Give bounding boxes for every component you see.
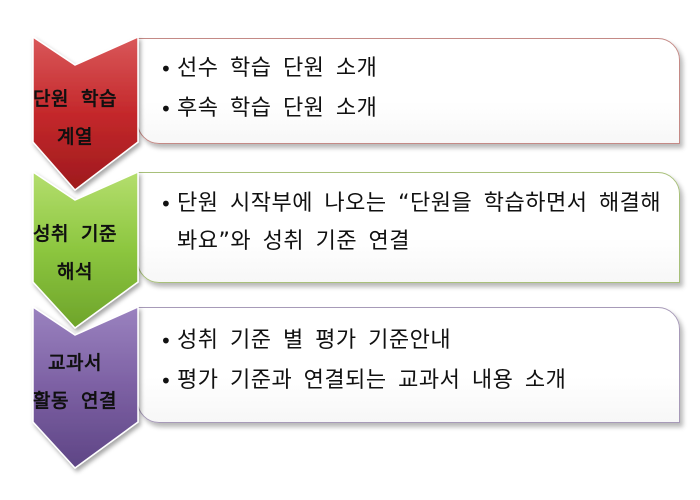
bullet-text: 평가 기준과 연결되는 교과서 내용 소개	[177, 368, 567, 393]
bullet-dot-icon: •	[160, 192, 173, 216]
step-1-chevron-arrow	[32, 35, 139, 192]
bullet-dot-icon: •	[160, 369, 173, 393]
step-3-chevron-arrow	[32, 305, 139, 470]
step-1-bullet-2: • 후속 학습 단원 소개	[160, 89, 667, 129]
bullet-dot-icon: •	[160, 329, 173, 353]
step-3-bullet-1: • 성취 기준 별 평가 기준안내	[160, 321, 667, 361]
step-3-label-line-2: 활동 연결	[32, 390, 118, 412]
step-3-bullet-list: • 성취 기준 별 평가 기준안내 • 평가 기준과 연결되는 교과서 내용 소…	[160, 321, 667, 401]
bullet-dot-icon: •	[160, 97, 173, 121]
step-2-bullet-list: • 단원 시작부에 나오는 “단원을 학습하면서 해결해봐요”와 성취 기준 연…	[160, 185, 667, 261]
step-2-label: 성취 기준 해석	[15, 215, 135, 291]
bullet-text: 성취 기준 별 평가 기준안내	[177, 328, 452, 353]
step-1-label-line-1: 단원 학습	[32, 88, 118, 110]
step-1-label: 단원 학습 계열	[15, 80, 135, 156]
step-3-label-line-1: 교과서	[48, 352, 102, 374]
bullet-text: 후속 학습 단원 소개	[177, 96, 378, 121]
bullet-text: 단원 시작부에 나오는 “단원을 학습하면서 해결해봐요”와 성취 기준 연결	[177, 191, 662, 254]
step-3-label: 교과서 활동 연결	[15, 344, 135, 420]
step-1-bullet-1: • 선수 학습 단원 소개	[160, 49, 667, 89]
step-3-bullet-2: • 평가 기준과 연결되는 교과서 내용 소개	[160, 361, 667, 401]
step-2-bullet-1: • 단원 시작부에 나오는 “단원을 학습하면서 해결해봐요”와 성취 기준 연…	[160, 185, 667, 261]
bullet-text: 선수 학습 단원 소개	[177, 56, 378, 81]
step-2-label-line-1: 성취 기준	[32, 223, 118, 245]
step-1-content-box: • 선수 학습 단원 소개 • 후속 학습 단원 소개	[137, 38, 680, 144]
step-1-label-line-2: 계열	[57, 126, 93, 148]
step-2-content-box: • 단원 시작부에 나오는 “단원을 학습하면서 해결해봐요”와 성취 기준 연…	[137, 172, 680, 283]
step-2-label-line-2: 해석	[57, 261, 93, 283]
step-1-bullet-list: • 선수 학습 단원 소개 • 후속 학습 단원 소개	[160, 49, 667, 129]
step-2-chevron-arrow	[32, 170, 139, 330]
bullet-dot-icon: •	[160, 57, 173, 81]
step-3-content-box: • 성취 기준 별 평가 기준안내 • 평가 기준과 연결되는 교과서 내용 소…	[137, 307, 680, 423]
